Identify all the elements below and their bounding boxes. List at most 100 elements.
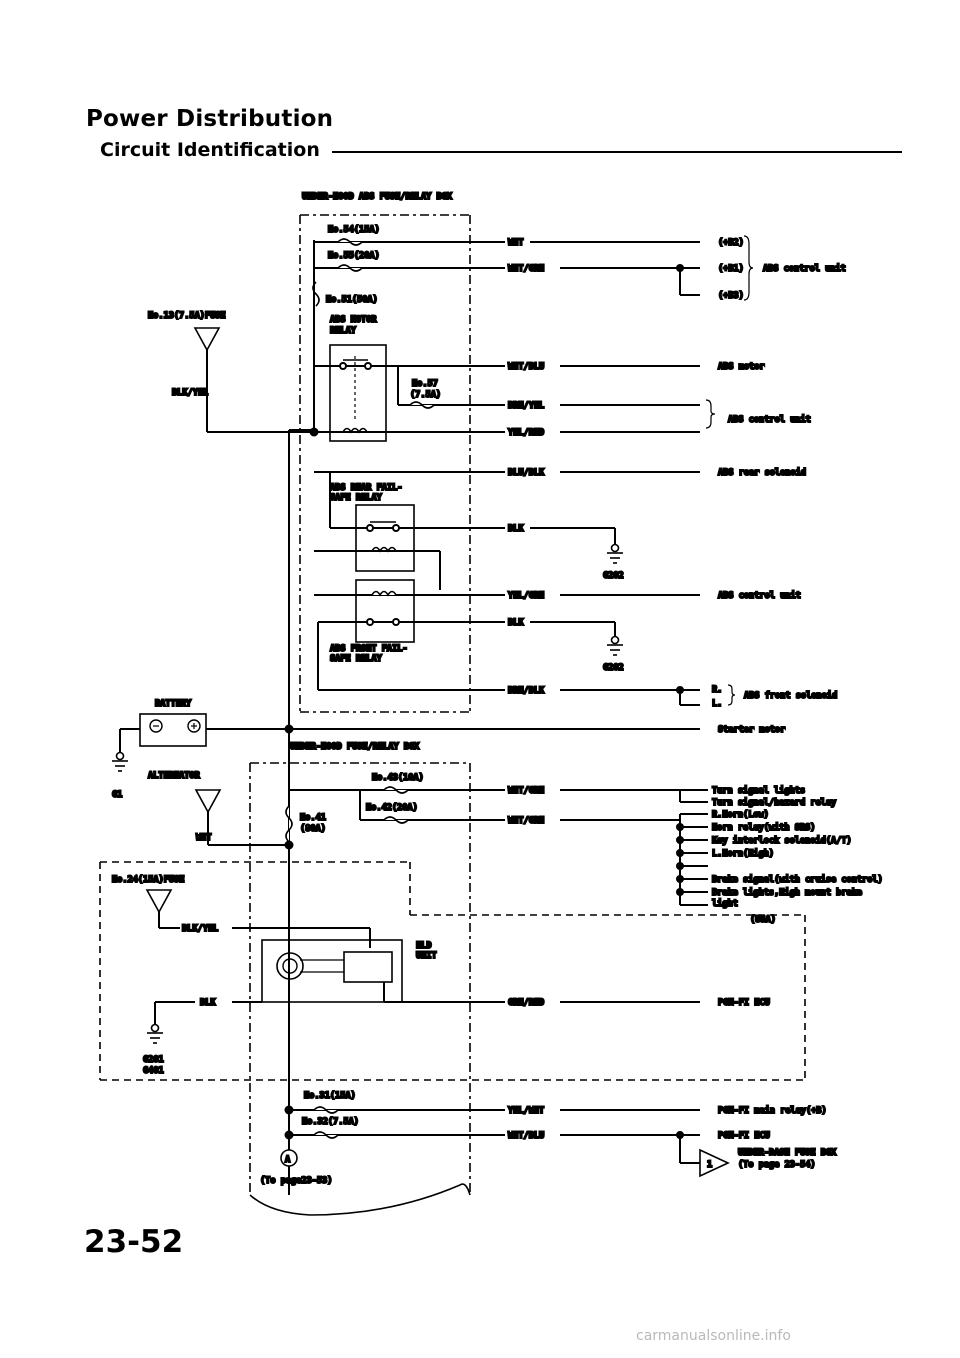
torn-edge (249, 1183, 471, 1216)
g401-label: G401 (143, 1066, 164, 1076)
battery-label: BATTERY (155, 699, 192, 709)
fuse-57: No.57 (412, 379, 438, 389)
dest-abs-rear-solenoid: ABS rear solenoid (718, 467, 806, 478)
rear-relay-label: ABS REAR FAIL- (330, 483, 402, 493)
dest-pgm-ecu-1: PGM-FI ECU (718, 998, 770, 1008)
hood-fuse-box-outline (249, 762, 471, 1195)
dest-l: L. (712, 699, 722, 709)
dest-pgm-ecu-2: PGM-FI ECU (718, 1131, 770, 1141)
label-blk-yel-24: BLK/YEL (182, 924, 218, 934)
dest-brake-lights: Brake lights,High mount brake (712, 887, 862, 898)
label-brn-blk: BRN/BLK (508, 686, 545, 696)
dest-starter: Starter motor (718, 725, 785, 735)
connector-1 (699, 1148, 730, 1178)
motor-relay-label: ABS MOTOR (330, 315, 377, 325)
label-yel-red: YEL/RED (508, 428, 544, 438)
fuse-24 (145, 889, 173, 914)
fuse-51: No.51(50A) (326, 295, 378, 305)
battery (139, 713, 207, 747)
dest-abs-front-solenoid: ABS front solenoid (744, 690, 837, 701)
fuse-13 (193, 327, 221, 352)
dest-b2: (+B2) (718, 238, 744, 248)
dest-b3: (+B3) (718, 291, 744, 301)
rear-relay-label-2: SAFE RELAY (330, 493, 383, 503)
ground-g201 (147, 1023, 163, 1044)
dest-horn-high: L.Horn(High) (712, 848, 774, 859)
fuse-41: No.41 (300, 813, 326, 823)
ground-g202-a (607, 543, 623, 564)
motor-relay-label-2: RELAY (330, 326, 357, 336)
label-grn-red: GRN/RED (508, 998, 544, 1008)
fuse-31: No.31(15A) (304, 1091, 356, 1101)
dest-abs-ctrl-2: ABS control unit (728, 414, 811, 425)
dest-brake-lights-2: light (712, 898, 738, 909)
g202-label-a: G202 (603, 571, 624, 581)
fuse-43: No.43(10A) (372, 773, 424, 783)
ground-g1 (112, 751, 128, 772)
label-wht: WHT (508, 238, 524, 248)
eld-label: ELD (416, 941, 432, 951)
dest-pgm-main: PGM-FI main relay(+B) (718, 1105, 827, 1116)
eld-label-2: UNIT (416, 951, 437, 961)
page-number: 23-52 (84, 1224, 184, 1260)
dest-abs-ctrl-1: ABS control unit (763, 263, 846, 274)
g202-label-b: G202 (603, 663, 624, 673)
connector-a (280, 1149, 298, 1167)
fuse-24-label: No.24(15A)FUSE (112, 875, 184, 885)
dest-key-interlock: Key interlock solenoid(A/T) (712, 835, 852, 846)
alternator-label: ALTERNATOR (148, 771, 201, 781)
fuse-54: No.54(15A) (328, 225, 380, 235)
g1-label: G1 (112, 790, 122, 800)
fuse-13-label: No.13(7.5A)FUSE (148, 311, 226, 321)
abs-box-label-1: UNDER-HOOD ABS FUSE/RELAY BOX (302, 192, 453, 202)
fuse-57b: (7.5A) (410, 390, 441, 400)
page-title: Power Distribution (86, 106, 334, 132)
alternator (194, 789, 222, 814)
dest-turn-relay: Turn signal/hazard relay (712, 797, 836, 808)
dest-horn-relay: Horn relay(with SRS) (712, 822, 815, 833)
front-relay-label-2: SAFE RELAY (330, 654, 383, 664)
hood-box-label: UNDER-HOOD FUSE/RELAY BOX (290, 742, 420, 752)
dest-abs-ctrl-3: ABS control unit (718, 590, 801, 601)
watermark: carmanualsonline.info (636, 1328, 791, 1344)
dest-abs-motor: ABS motor (718, 362, 765, 372)
label-blk-2: BLK (508, 618, 524, 628)
dest-horn-low: R.Horn(Low) (712, 810, 769, 820)
connector-1-label: 1 (707, 1160, 712, 1170)
fuse-41b: (80A) (300, 824, 326, 834)
label-wht-alt: WHT (196, 833, 212, 843)
connector-a-label: A (285, 1155, 291, 1165)
label-wht-grn-42: WHT/GRN (508, 816, 544, 826)
abs-fuse-box-outline (299, 214, 471, 713)
dest-r: R. (712, 685, 722, 695)
dest-brake-signal: Brake signal(with cruise control) (712, 874, 883, 885)
title-rule (332, 151, 902, 153)
ground-g202-b (607, 635, 623, 656)
dest-b1: (+B1) (718, 264, 744, 274)
label-wht-blu: WHT/BLU (508, 362, 544, 372)
label-yel-grn: YEL/GRN (508, 591, 544, 601)
dest-under-dash: UNDER-DASH FUSE BOX (738, 1148, 837, 1158)
dest-under-dash-2: (To page 23-54) (738, 1160, 816, 1170)
dest-turn-lights: Turn signal lights (712, 785, 805, 796)
usa-label: (USA) (750, 915, 776, 925)
label-blk-yel-13: BLK/YEL (172, 388, 208, 398)
to-page-53: (To page23-53) (260, 1176, 332, 1186)
fuse24-dashed-box (99, 861, 806, 1081)
fuse-32: No.32(7.5A) (302, 1117, 359, 1127)
fuse-55: No.55(20A) (328, 251, 380, 261)
section-title: Circuit Identification (100, 139, 320, 161)
label-wht-grn: WHT/GRN (508, 264, 544, 274)
front-relay-label: ABS FRONT FAIL- (330, 644, 408, 654)
g201-label: G201 (143, 1055, 164, 1065)
label-blk-eld: BLK (200, 998, 216, 1008)
fuse-42: No.42(20A) (366, 803, 418, 813)
eld-unit (261, 939, 403, 1003)
label-blk-1: BLK (508, 524, 524, 534)
label-brn-yel: BRN/YEL (508, 401, 544, 411)
label-wht-grn-43: WHT/GRN (508, 786, 544, 796)
label-blu-blk: BLU/BLK (508, 468, 545, 478)
label-yel-wht: YEL/WHT (508, 1106, 544, 1116)
